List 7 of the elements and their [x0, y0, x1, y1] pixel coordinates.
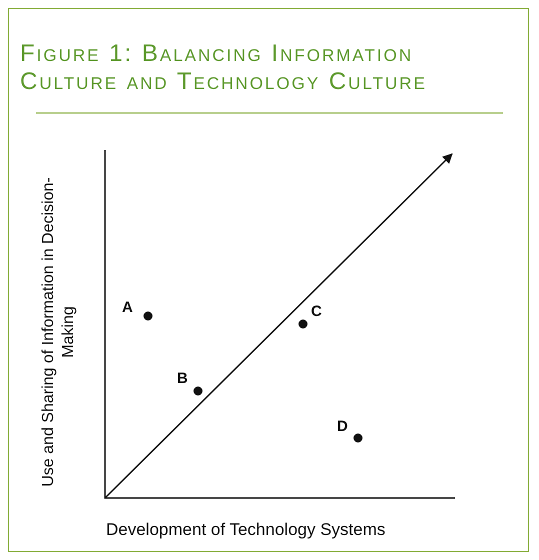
- point-label: A: [122, 299, 133, 316]
- axis-label: Development of Technology Systems: [106, 520, 386, 540]
- axis-label: Use and Sharing of Information in Decision-Making: [39, 176, 78, 489]
- figure-title: Figure 1: Balancing Information Culture and Technology Culture: [20, 40, 428, 96]
- point-label: D: [337, 418, 348, 435]
- point-label: B: [177, 370, 188, 387]
- point-label: C: [311, 303, 322, 320]
